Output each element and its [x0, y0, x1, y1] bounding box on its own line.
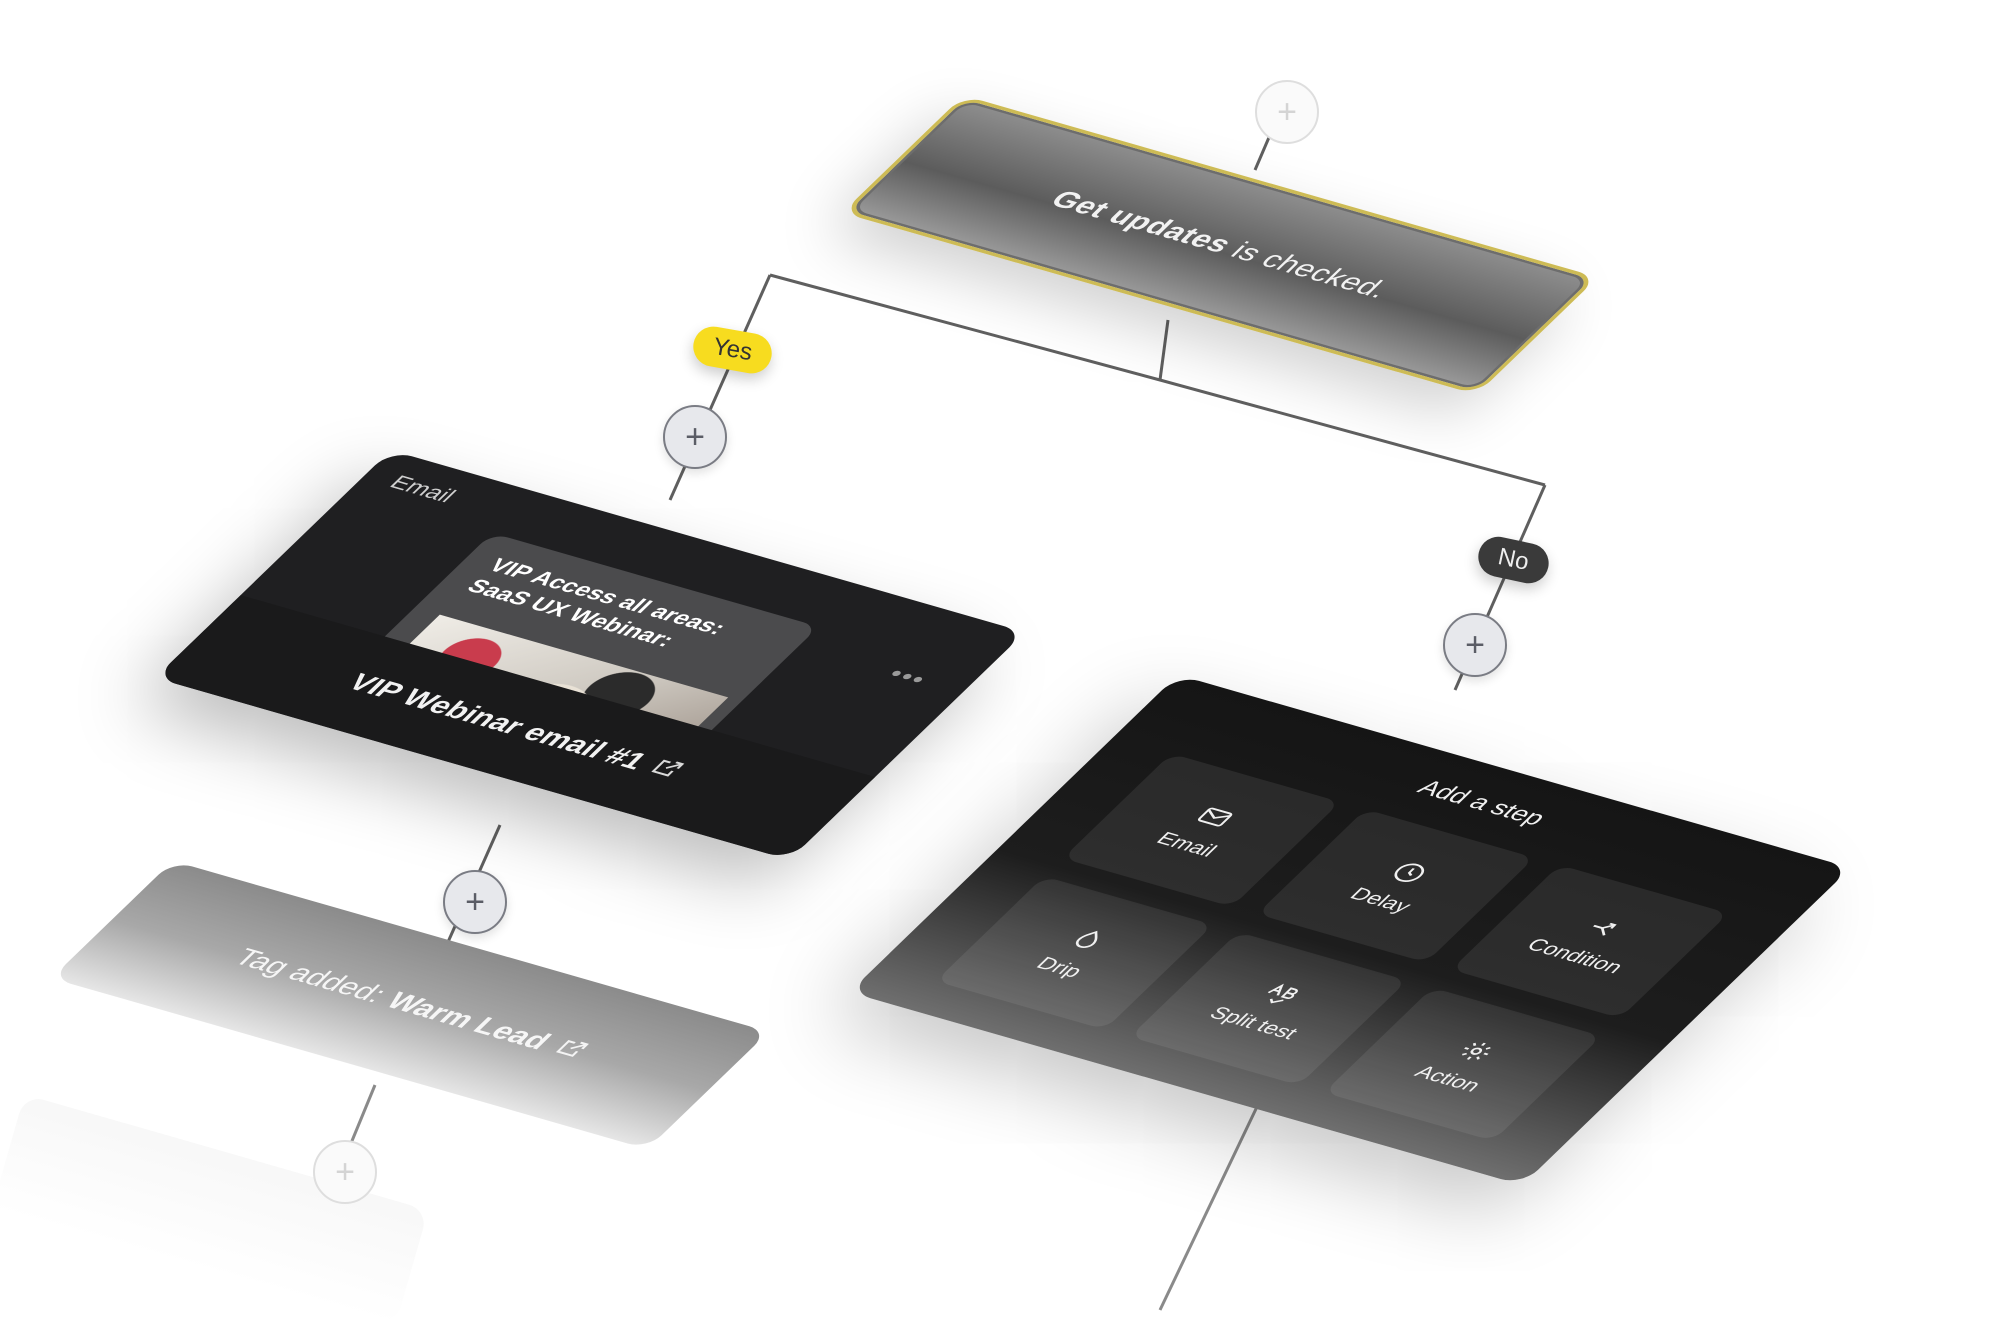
external-link-icon[interactable] [544, 1035, 593, 1066]
step-option-split-test[interactable]: Split test [1129, 931, 1408, 1086]
step-option-delay[interactable]: Delay [1256, 809, 1535, 963]
step-options-grid: Email Delay Condition Drip Split test Ac… [935, 753, 1729, 1142]
add-step-button-no[interactable]: + [1443, 613, 1507, 677]
step-option-email[interactable]: Email [1062, 753, 1341, 907]
tag-prefix: Tag added: [226, 944, 394, 1008]
condition-field: Get updates [1043, 185, 1240, 259]
email-step-card[interactable]: Email ••• VIP Access all areas: SaaS UX … [154, 450, 1026, 860]
clock-icon [1394, 863, 1425, 882]
droplet-icon [1075, 930, 1098, 948]
email-name-bar: VIP Webinar email #1 [154, 595, 876, 860]
step-option-condition[interactable]: Condition [1451, 864, 1729, 1019]
connector-branch-bar [769, 273, 1546, 487]
add-step-button-bottom[interactable]: + [313, 1140, 377, 1204]
add-step-button-after-email[interactable]: + [443, 870, 507, 934]
split-arrow-icon [1593, 922, 1617, 936]
connector-panel-out [1158, 1089, 1267, 1311]
ab-test-icon [1267, 983, 1298, 1004]
step-option-action[interactable]: Action [1323, 987, 1602, 1142]
add-step-button-yes[interactable]: + [663, 405, 727, 469]
step-option-drip[interactable]: Drip [935, 876, 1214, 1030]
tag-step-node[interactable]: Tag added: Warm Lead [51, 860, 769, 1150]
step-type-label: Email [383, 471, 461, 507]
more-horizontal-icon[interactable]: ••• [881, 661, 936, 692]
envelope-icon [1197, 807, 1233, 827]
connector-condition-out [1158, 319, 1170, 381]
add-step-panel: Add a step Email Delay Condition Drip Sp… [849, 674, 1851, 1186]
external-link-icon[interactable] [641, 755, 690, 786]
add-step-button-top[interactable]: + [1255, 80, 1319, 144]
gear-icon [1462, 1042, 1491, 1060]
condition-text: is checked. [1224, 237, 1398, 304]
tag-name: Warm Lead [379, 987, 558, 1055]
